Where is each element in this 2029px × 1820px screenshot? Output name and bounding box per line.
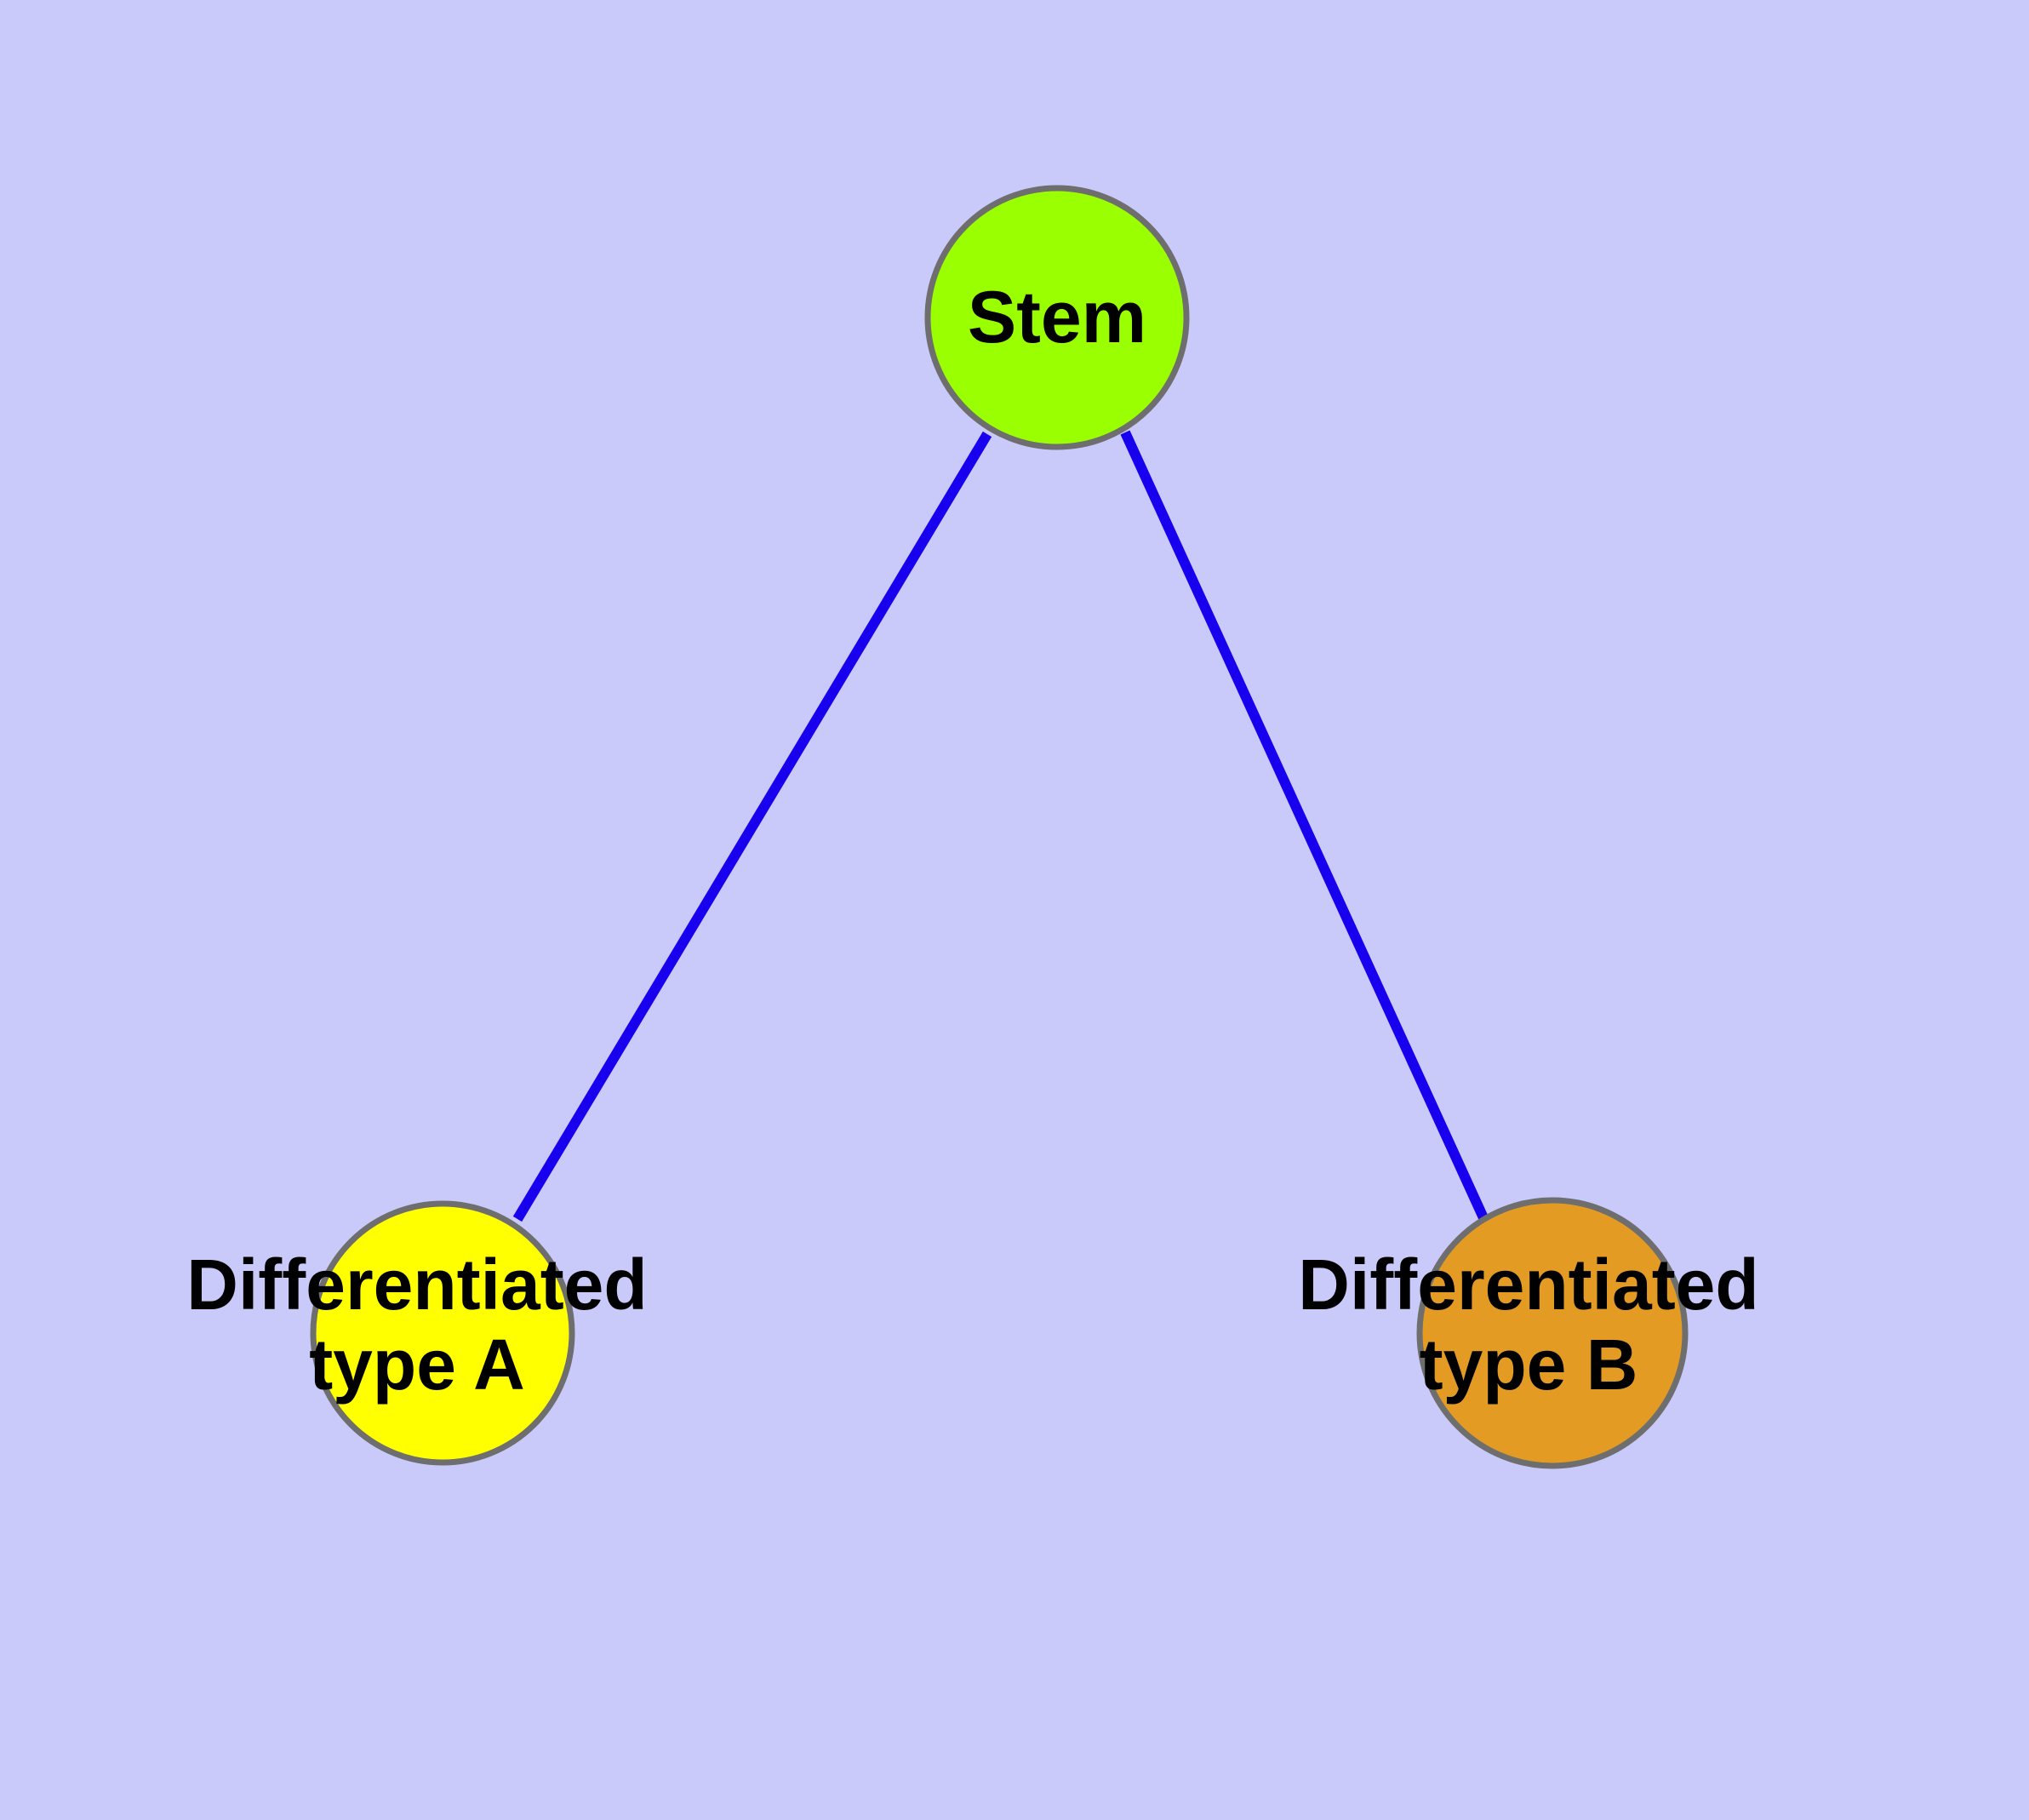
edge-layer — [512, 430, 1490, 1224]
node-differentiated-type-b-circle[interactable] — [1416, 1197, 1689, 1469]
node-differentiated-type-a-circle[interactable] — [310, 1200, 575, 1466]
edge-stem-to-differentiated-type-a[interactable] — [512, 431, 992, 1222]
node-layer — [310, 185, 1689, 1469]
edge-stem-to-differentiated-type-b[interactable] — [1120, 430, 1490, 1224]
node-stem-circle[interactable] — [924, 185, 1190, 450]
